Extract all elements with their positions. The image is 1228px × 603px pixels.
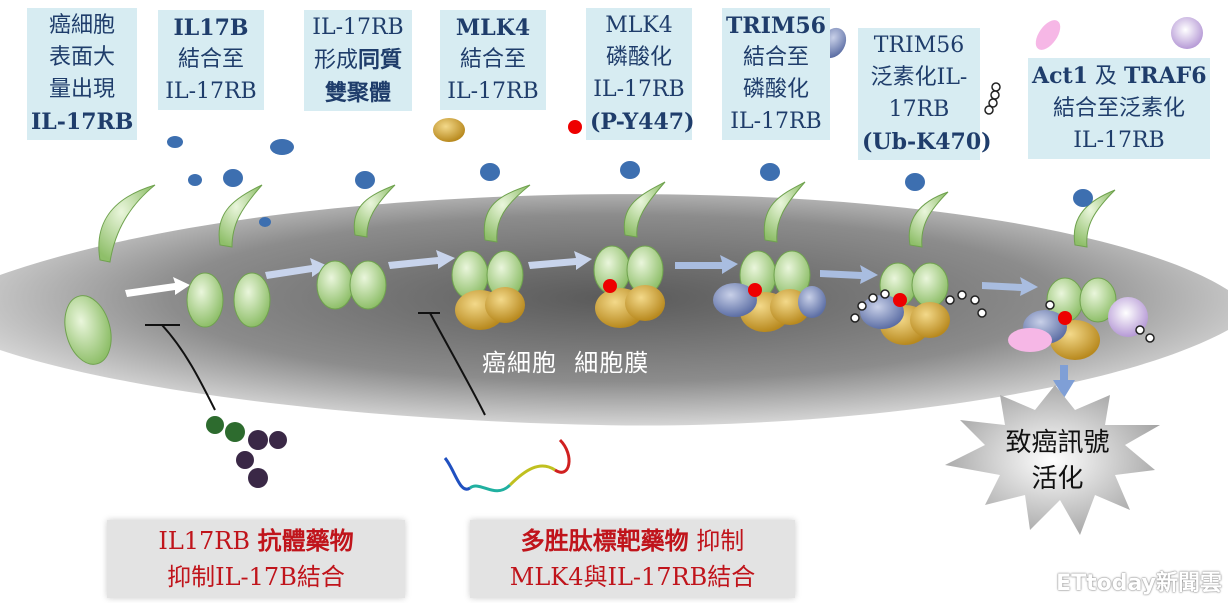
- label-line: TRIM56: [873, 33, 965, 58]
- step-label-5: MLK4 磷酸化 IL-17RB (P-Y447): [586, 8, 695, 140]
- step-label-8: Act1 及 TRAF6 結合至泛素化 IL-17RB: [1028, 58, 1210, 159]
- label-line: MLK4: [605, 13, 673, 38]
- label-line: 表面大: [48, 45, 115, 70]
- label-line: 磷酸化: [742, 77, 809, 102]
- label-line: (Ub-K470): [862, 129, 992, 155]
- label-line: 多胜肽標靶藥物 抑制: [470, 523, 795, 559]
- label-line: IL-17RB: [312, 15, 404, 40]
- step-label-1: 癌細胞 表面大 量出現 IL-17RB: [27, 8, 137, 140]
- ubiquitin-chains: [850, 82, 1155, 343]
- label-line: IL-17RB: [1073, 128, 1165, 153]
- label-line: Act1 及 TRAF6: [1032, 60, 1207, 93]
- mlk4-proteins: [433, 118, 1100, 360]
- label-line: 量出現: [48, 77, 115, 102]
- watermark: ETtoday新聞雲: [1056, 571, 1222, 596]
- label-line: 結合至: [459, 47, 526, 72]
- label-text: TRAF6: [1123, 63, 1207, 89]
- label-line: 形成同質: [308, 44, 408, 77]
- membrane-label: 癌細胞 細胞膜: [482, 349, 650, 377]
- label-text: Act1: [1032, 63, 1088, 89]
- label-line: 致癌訊號: [1005, 428, 1110, 458]
- antibody-drug: [206, 416, 287, 488]
- label-text: 抑制: [688, 527, 745, 555]
- label-text: 同質: [358, 47, 403, 73]
- label-line: IL-17RB: [447, 79, 539, 104]
- label-line: 結合至: [742, 45, 809, 70]
- label-line: IL-17RB: [593, 77, 685, 102]
- label-line: 結合至: [177, 47, 244, 72]
- label-line: 17RB: [888, 97, 950, 122]
- step-label-2: IL17B 結合至 IL-17RB: [158, 10, 264, 110]
- label-line: IL17B: [173, 15, 249, 41]
- oncogenic-signal-label: 致癌訊號 活化: [990, 425, 1125, 497]
- step-arrows: [125, 250, 1075, 398]
- label-line: 抑制IL-17B結合: [167, 563, 345, 591]
- label-line: MLK4與IL-17RB結合: [509, 563, 756, 591]
- label-line: (P-Y447): [590, 109, 695, 135]
- label-line: IL-17RB: [165, 79, 257, 104]
- step-label-7: TRIM56 泛素化IL- 17RB (Ub-K470): [858, 28, 992, 160]
- label-text: 抗體藥物: [257, 526, 354, 555]
- label-line: IL-17RB: [31, 109, 134, 135]
- label-line: 癌細胞: [48, 13, 115, 38]
- phospho-markers: [568, 120, 1072, 325]
- label-line: 磷酸化: [605, 45, 672, 70]
- label-line: 結合至泛素化: [1052, 96, 1185, 121]
- step-label-4: MLK4 結合至 IL-17RB: [440, 10, 546, 110]
- peptide-drug: [443, 438, 571, 493]
- label-line: 雙聚體: [324, 80, 391, 106]
- step-label-6: TRIM56 結合至 磷酸化 IL-17RB: [722, 8, 830, 140]
- receptors: [64, 181, 1117, 365]
- label-line: 泛素化IL-: [870, 65, 968, 90]
- label-line: TRIM56: [726, 13, 826, 39]
- oncogenic-burst: [945, 385, 1160, 535]
- label-text: 形成: [313, 48, 358, 73]
- label-text: 及: [1087, 64, 1124, 89]
- label-line: IL17RB 抗體藥物: [107, 523, 405, 559]
- antibody-drug-label: IL17RB 抗體藥物 抑制IL-17B結合: [107, 520, 405, 598]
- step-label-3: IL-17RB 形成同質 雙聚體: [304, 10, 412, 111]
- label-line: 活化: [1031, 464, 1084, 494]
- inhibition-lines: [145, 312, 486, 416]
- label-line: MLK4: [455, 15, 531, 41]
- il17b-ligands: [167, 136, 1093, 227]
- label-text: IL17RB: [158, 527, 258, 555]
- peptide-drug-label: 多胜肽標靶藥物 抑制 MLK4與IL-17RB結合: [470, 520, 795, 598]
- label-text: 多胜肽標靶藥物: [520, 526, 689, 555]
- label-line: IL-17RB: [730, 109, 822, 134]
